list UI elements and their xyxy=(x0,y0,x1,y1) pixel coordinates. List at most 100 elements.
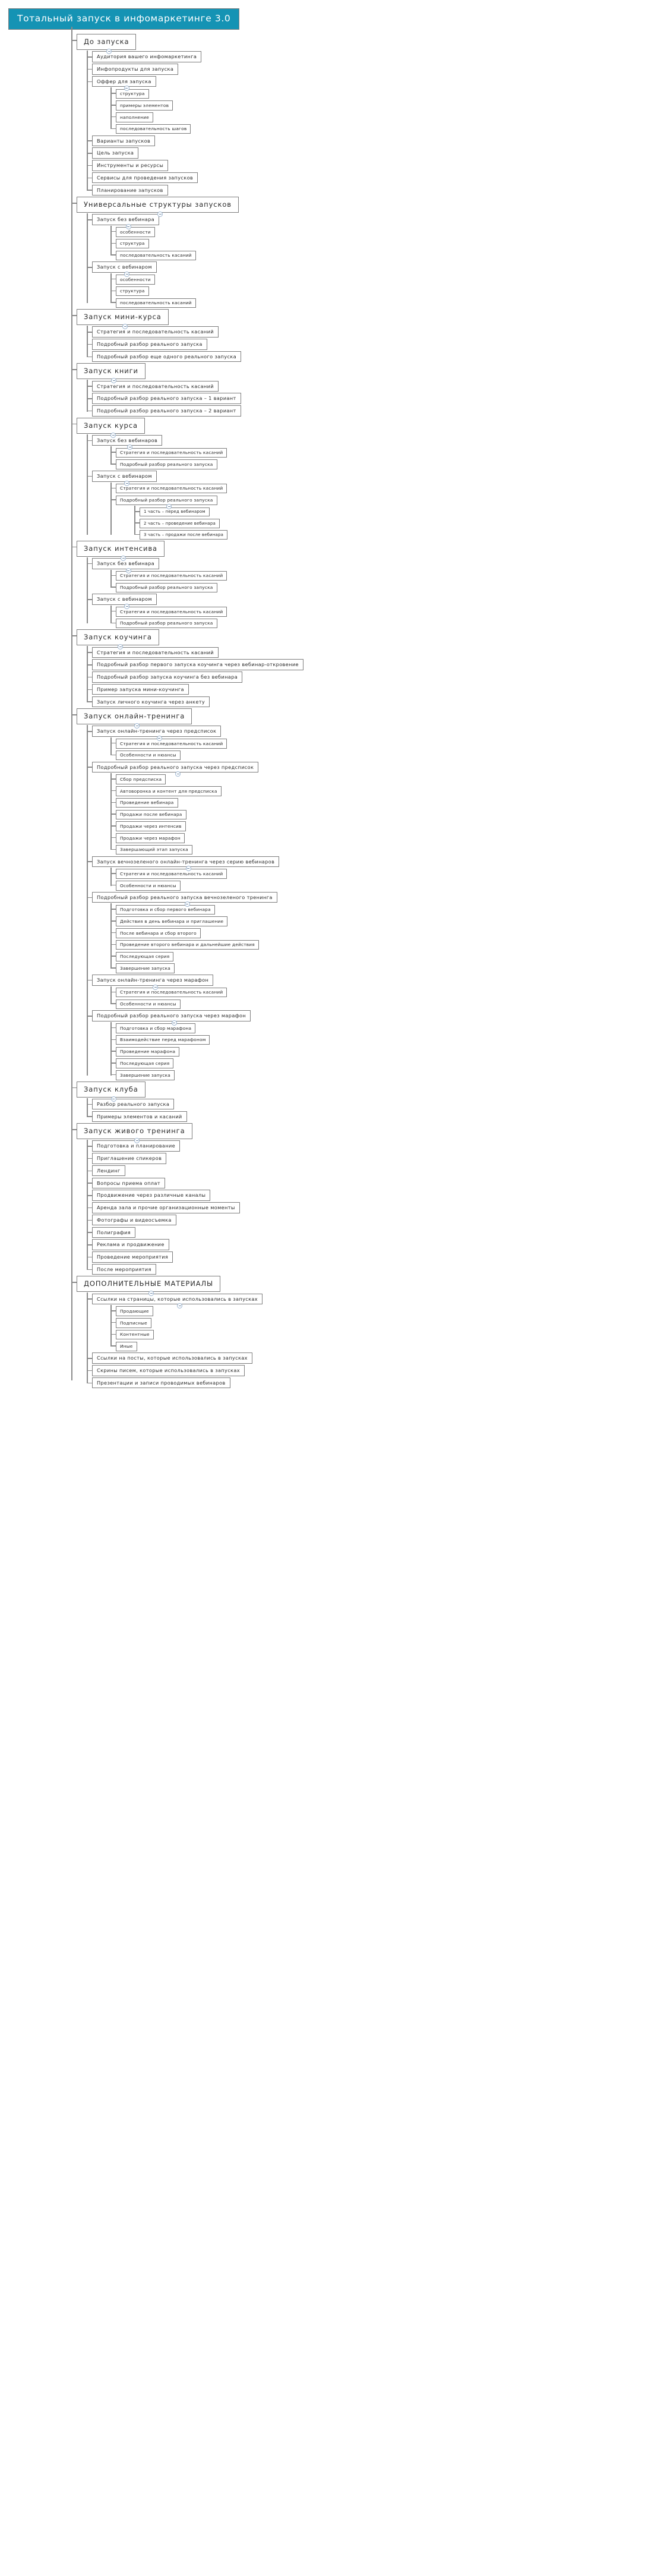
node-box-подробный-разбор-еще-одного-реального-запуска[interactable]: Подробный разбор еще одного реального за… xyxy=(92,351,241,362)
node-box-оффер-для-запуска[interactable]: Оффер для запуска xyxy=(92,75,156,92)
node-box-дополнительные-материалы[interactable]: ДОПОЛНИТЕЛЬНЫЕ МАТЕРИАЛЫ xyxy=(77,1276,221,1297)
node-box-запуск-без-вебинара[interactable]: Запуск без вебинара xyxy=(92,214,160,229)
node-box-презентации-и-записи-проводимых-вебинаров[interactable]: Презентации и записи проводимых вебинаро… xyxy=(92,1377,230,1389)
minus-circle-icon[interactable] xyxy=(125,223,131,229)
node-box-подготовка-и-сбор-первого-вебинара[interactable]: Подготовка и сбор первого вебинара xyxy=(116,904,215,915)
node-box-последующая-серия[interactable]: Последующая серия xyxy=(116,1058,174,1068)
minus-circle-icon[interactable] xyxy=(125,567,131,573)
minus-circle-icon[interactable] xyxy=(106,49,112,54)
minus-circle-icon[interactable] xyxy=(110,1096,116,1102)
minus-circle-icon[interactable] xyxy=(124,271,130,277)
node-box-после-мероприятия[interactable]: После мероприятия xyxy=(92,1263,156,1275)
node-box-запуск-с-вебинаром[interactable]: Запуск с вебинаром xyxy=(92,471,157,486)
node-box-наполнение[interactable]: наполнение xyxy=(116,112,153,122)
node-box-подробный-разбор-реального-запуска-2-вариант[interactable]: Подробный разбор реального запуска – 2 в… xyxy=(92,405,241,417)
minus-circle-icon[interactable] xyxy=(166,504,172,509)
node-box-запуск-с-вебинаром[interactable]: Запуск с вебинаром xyxy=(92,594,157,609)
node-box-автоворонка-и-контент-для-предсписка[interactable]: Автоворонка и контент для предсписка xyxy=(116,786,222,796)
node-box-запуск-книги[interactable]: Запуск книги xyxy=(77,363,146,384)
node-box-примеры-элементов-и-касаний[interactable]: Примеры элементов и касаний xyxy=(92,1111,187,1122)
node-box-до-запуска[interactable]: До запуска xyxy=(77,34,137,54)
minus-circle-icon[interactable] xyxy=(124,480,130,486)
node-box-стратегия-и-последовательность-касаний[interactable]: Стратегия и последовательность касаний xyxy=(92,326,219,338)
node-box-запуск-личного-коучинга-через-анкету[interactable]: Запуск личного коучинга через анкету xyxy=(92,696,210,707)
minus-circle-icon[interactable] xyxy=(134,723,140,729)
node-box-последовательность-шагов[interactable]: последовательность шагов xyxy=(116,124,191,134)
minus-circle-icon[interactable] xyxy=(148,1291,154,1297)
node-box-сервисы-для-проведения-запусков[interactable]: Сервисы для проведения запусков xyxy=(92,172,198,184)
node-box-запуск-онлайн-тренинга[interactable]: Запуск онлайн-тренинга xyxy=(77,708,192,729)
root-title-node[interactable]: Тотальный запуск в инфомаркетинге 3.0 xyxy=(8,8,240,30)
node-box-запуск-курса[interactable]: Запуск курса xyxy=(77,417,145,438)
node-box-фотографы-и-видеосъемка[interactable]: Фотографы и видеосъемка xyxy=(92,1214,176,1226)
node-box-запуск-интенсива[interactable]: Запуск интенсива xyxy=(77,540,165,561)
node-box-подробный-разбор-реального-запуска-вечнозеленого[interactable]: Подробный разбор реального запуска вечно… xyxy=(92,891,277,907)
minus-circle-icon[interactable] xyxy=(175,771,181,777)
minus-circle-icon[interactable] xyxy=(124,86,129,92)
node-box-разбор-реального-запуска[interactable]: Разбор реального запуска xyxy=(92,1098,175,1110)
node-box-взаимодействие-перед-марафоном[interactable]: Взаимодействие перед марафоном xyxy=(116,1035,210,1045)
node-box-стратегия-и-последовательность-касаний[interactable]: Стратегия и последовательность касаний xyxy=(116,570,227,581)
node-box-продающие[interactable]: Продающие xyxy=(116,1306,153,1316)
minus-circle-icon[interactable] xyxy=(156,735,162,741)
node-box-проведение-второго-вебинара-и-дальнейшие-действи[interactable]: Проведение второго вебинара и дальнейшие… xyxy=(116,939,259,950)
node-box-стратегия-и-последовательность-касаний[interactable]: Стратегия и последовательность касаний xyxy=(92,380,219,392)
node-box-особенности[interactable]: особенности xyxy=(116,275,155,285)
node-box-подробный-разбор-реального-запуска-1-вариант[interactable]: Подробный разбор реального запуска – 1 в… xyxy=(92,393,241,404)
node-box-запуск-мини-курса[interactable]: Запуск мини-курса xyxy=(77,309,169,329)
node-box-после-вебинара-и-сбор-второго[interactable]: После вебинара и сбор второго xyxy=(116,928,201,938)
node-box-стратегия-и-последовательность-касаний[interactable]: Стратегия и последовательность касаний xyxy=(116,607,227,617)
node-box-аудитория-вашего-инфомаркетинга[interactable]: Аудитория вашего инфомаркетинга xyxy=(92,51,202,62)
minus-circle-icon[interactable] xyxy=(153,984,159,990)
node-box-запуск-вечнозеленого-онлайн-тренинга-через-серию[interactable]: Запуск вечнозеленого онлайн-тренинга чер… xyxy=(92,856,280,871)
node-box-структура[interactable]: структура xyxy=(116,89,149,99)
node-box-завершающий-этап-запуска[interactable]: Завершающий этап запуска xyxy=(116,844,192,855)
minus-circle-icon[interactable] xyxy=(177,1303,183,1309)
node-box-инструменты-и-ресурсы[interactable]: Инструменты и ресурсы xyxy=(92,160,169,171)
node-box-структура[interactable]: структура xyxy=(116,286,149,297)
node-box-проведение-марафона[interactable]: Проведение марафона xyxy=(116,1046,180,1057)
node-box-подробный-разбор-реального-запуска-через-предспи[interactable]: Подробный разбор реального запуска через… xyxy=(92,761,259,777)
node-box-стратегия-и-последовательность-касаний[interactable]: Стратегия и последовательность касаний xyxy=(92,647,219,658)
node-box-универсальные-структуры-запусков[interactable]: Универсальные структуры запусков xyxy=(77,197,239,217)
node-box-действия-в-день-вебинара-и-приглашение[interactable]: Действия в день вебинара и приглашение xyxy=(116,916,228,926)
node-box-полиграфия[interactable]: Полиграфия xyxy=(92,1226,135,1238)
minus-circle-icon[interactable] xyxy=(122,324,128,329)
node-box-вопросы-приема-оплат[interactable]: Вопросы приема оплат xyxy=(92,1177,165,1188)
node-box-проведение-вебинара[interactable]: Проведение вебинара xyxy=(116,797,178,808)
node-box-варианты-запусков[interactable]: Варианты запусков xyxy=(92,135,156,146)
minus-circle-icon[interactable] xyxy=(110,378,116,384)
node-box-последовательность-касаний[interactable]: последовательность касаний xyxy=(116,250,196,260)
node-box-1-часть-перед-вебинаром[interactable]: 1 часть – перед вебинаром xyxy=(140,507,210,517)
node-box-последующая-серия[interactable]: Последующая серия xyxy=(116,951,174,961)
node-box-иные[interactable]: Иные xyxy=(116,1341,137,1351)
node-box-примеры-элементов[interactable]: примеры элементов xyxy=(116,100,173,111)
node-box-запуск-коучинга[interactable]: Запуск коучинга xyxy=(77,629,159,650)
node-box-подробный-разбор-реального-запуска[interactable]: Подробный разбор реального запуска xyxy=(116,459,217,469)
node-box-продажи-через-интенсив[interactable]: Продажи через интенсив xyxy=(116,821,186,831)
minus-circle-icon[interactable] xyxy=(118,644,124,650)
node-box-запуск-без-вебинара[interactable]: Запуск без вебинара xyxy=(92,558,160,573)
minus-circle-icon[interactable] xyxy=(120,555,126,561)
minus-circle-icon[interactable] xyxy=(185,866,191,871)
node-box-ссылки-на-страницы-которые-использовались-в-запу[interactable]: Ссылки на страницы, которые использовали… xyxy=(92,1293,263,1309)
minus-circle-icon[interactable] xyxy=(157,212,163,217)
node-box-особенности-и-нюансы[interactable]: Особенности и нюансы xyxy=(116,750,181,761)
node-box-завершение-запуска[interactable]: Завершение запуска xyxy=(116,1070,175,1080)
node-box-стратегия-и-последовательность-касаний[interactable]: Стратегия и последовательность касаний xyxy=(116,987,227,998)
node-box-завершение-запуска[interactable]: Завершение запуска xyxy=(116,963,175,973)
node-box-приглашение-спикеров[interactable]: Приглашение спикеров xyxy=(92,1153,167,1164)
minus-circle-icon[interactable] xyxy=(124,603,130,609)
node-box-цель-запуска[interactable]: Цель запуска xyxy=(92,147,139,159)
minus-circle-icon[interactable] xyxy=(134,1138,140,1143)
node-box-запуск-онлайн-тренинга-через-предсписок[interactable]: Запуск онлайн-тренинга через предсписок xyxy=(92,726,222,741)
node-box-планирование-запусков[interactable]: Планирование запусков xyxy=(92,184,168,196)
node-box-скрины-писем-которые-использовались-в-запусках[interactable]: Скрины писем, которые использовались в з… xyxy=(92,1365,245,1376)
node-box-подробный-разбор-реального-запуска[interactable]: Подробный разбор реального запуска xyxy=(116,618,217,629)
node-box-особенности-и-нюансы[interactable]: Особенности и нюансы xyxy=(116,881,181,891)
node-box-3-часть-продажи-после-вебинара[interactable]: 3 часть – продажи после вебинара xyxy=(140,530,228,540)
minus-circle-icon[interactable] xyxy=(110,432,116,438)
node-box-запуск-без-вебинаров[interactable]: Запуск без вебинаров xyxy=(92,434,163,450)
node-box-стратегия-и-последовательность-касаний[interactable]: Стратегия и последовательность касаний xyxy=(116,447,227,458)
minus-circle-icon[interactable] xyxy=(127,444,133,450)
